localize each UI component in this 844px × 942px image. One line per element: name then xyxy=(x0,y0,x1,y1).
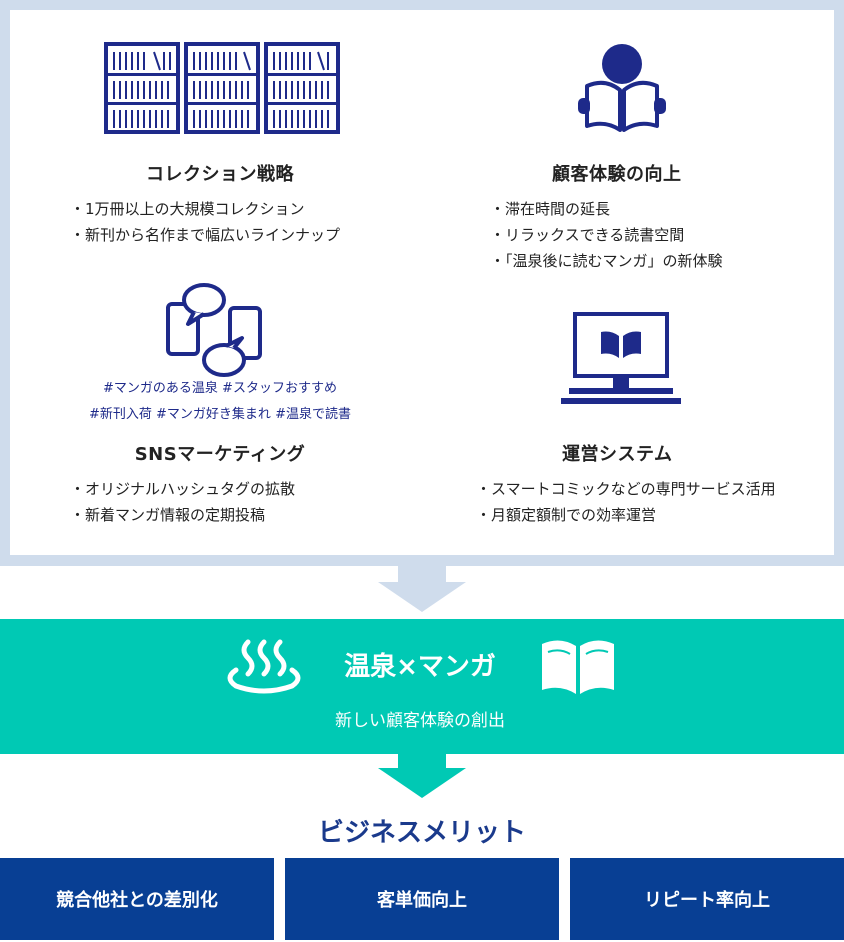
collection-strategy-title: コレクション戦略 xyxy=(146,164,294,185)
hashtag-text: #マンガのある温泉 #スタッフおすすめ #新刊入荷 #マンガ好き集まれ #温泉で… xyxy=(70,376,370,428)
list-item: スマートコミックなどの専門サービス活用 xyxy=(476,476,796,502)
arrow-stem xyxy=(398,754,446,768)
merit-box: リピート率向上 xyxy=(570,858,844,940)
operation-system-block: 運営システム スマートコミックなどの専門サービス活用 月額定額制での効率運営 xyxy=(476,440,796,528)
list-item: 1万冊以上の大規模コレクション xyxy=(70,196,370,222)
onsen-manga-title: 温泉×マンガ xyxy=(344,652,496,682)
smartphones-chat-icon xyxy=(166,283,262,377)
list-item: リラックスできる読書空間 xyxy=(490,222,760,248)
hashtag-line: #新刊入荷 #マンガ好き集まれ #温泉で読書 xyxy=(89,407,351,422)
sns-marketing-block: SNSマーケティング オリジナルハッシュタグの拡散 新着マンガ情報の定期投稿 xyxy=(70,440,370,528)
onsen-manga-band xyxy=(0,619,844,754)
business-merit-title: ビジネスメリット xyxy=(317,818,526,848)
list-item: 新刊から名作まで幅広いラインナップ xyxy=(70,222,370,248)
reading-person-icon xyxy=(578,44,666,132)
merit-box: 客単価向上 xyxy=(285,858,559,940)
operation-system-list: スマートコミックなどの専門サービス活用 月額定額制での効率運営 xyxy=(476,476,796,528)
open-book-icon xyxy=(542,640,614,694)
list-item: 「温泉後に読むマンガ」の新体験 xyxy=(490,248,760,274)
customer-experience-block: 顧客体験の向上 滞在時間の延長 リラックスできる読書空間 「温泉後に読むマンガ」… xyxy=(490,160,760,274)
onsen-manga-subtitle: 新しい顧客体験の創出 xyxy=(335,711,505,731)
down-arrow-icon xyxy=(378,768,466,798)
computer-book-icon xyxy=(561,312,681,404)
list-item: オリジナルハッシュタグの拡散 xyxy=(70,476,370,502)
list-item: 月額定額制での効率運営 xyxy=(476,502,796,528)
customer-experience-list: 滞在時間の延長 リラックスできる読書空間 「温泉後に読むマンガ」の新体験 xyxy=(490,196,760,274)
hashtag-line: #マンガのある温泉 #スタッフおすすめ xyxy=(103,381,337,396)
sns-marketing-title: SNSマーケティング xyxy=(134,444,306,465)
bookshelf-icon xyxy=(104,42,340,134)
list-item: 滞在時間の延長 xyxy=(490,196,760,222)
collection-strategy-block: コレクション戦略 1万冊以上の大規模コレクション 新刊から名作まで幅広いラインナ… xyxy=(70,160,370,248)
operation-system-title: 運営システム xyxy=(562,444,673,465)
arrow-stem xyxy=(398,566,446,582)
down-arrow-icon xyxy=(378,582,466,612)
strategy-panel xyxy=(10,10,834,555)
merit-box: 競合他社との差別化 xyxy=(0,858,274,940)
sns-marketing-list: オリジナルハッシュタグの拡散 新着マンガ情報の定期投稿 xyxy=(70,476,370,528)
hot-spring-icon xyxy=(227,639,301,694)
customer-experience-title: 顧客体験の向上 xyxy=(552,164,682,185)
collection-strategy-list: 1万冊以上の大規模コレクション 新刊から名作まで幅広いラインナップ xyxy=(70,196,370,248)
list-item: 新着マンガ情報の定期投稿 xyxy=(70,502,370,528)
